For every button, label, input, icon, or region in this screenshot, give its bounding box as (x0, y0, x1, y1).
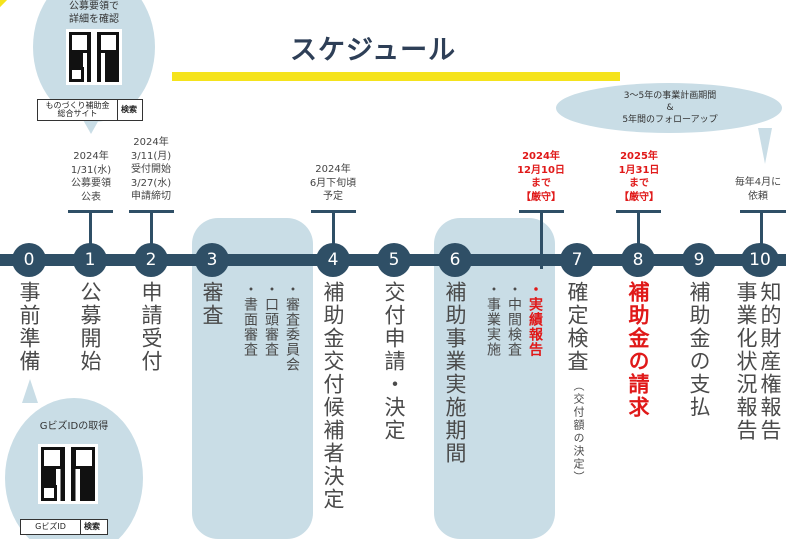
tick-2 (150, 211, 153, 255)
step-label-10b: 事業化状況報告 (734, 281, 758, 442)
impl-sub-2: ・中間検査 (506, 282, 522, 357)
followup-text: 3〜5年の事業計画期間 & 5年間のフォローアップ (622, 91, 718, 125)
step-label-1: 公募開始 (78, 281, 102, 373)
qr-bubble-bottom-tail (22, 379, 38, 403)
qr-top-caption-2: 詳細を確認 (69, 14, 119, 25)
step-label-3: 審査 (200, 281, 224, 327)
step-node-4: 4 (316, 243, 350, 277)
date-step-8: 2025年 1月31日 まで 【厳守】 (618, 151, 660, 203)
corner-stripe (0, 0, 34, 24)
step-node-6: 6 (438, 243, 472, 277)
step-label-7: 確定検査 (565, 281, 589, 373)
date-step-4: 2024年 6月下旬頃 予定 (309, 164, 357, 202)
step-node-9: 9 (682, 243, 716, 277)
tick-1 (89, 211, 92, 255)
step-label-0: 事前準備 (17, 281, 41, 373)
step-node-2: 2 (134, 243, 168, 277)
impl-sub-1: ・実績報告 (527, 282, 543, 357)
qr-top-caption-1: 公募要領で (69, 1, 119, 12)
search-box-monodukuri[interactable]: ものづくり補助金 総合サイト 検索 (37, 99, 143, 121)
page-title: スケジュール (290, 35, 457, 66)
search-box-gbizid[interactable]: GビズID 検索 (20, 519, 108, 535)
review-sub-1: ・審査委員会 (284, 282, 300, 372)
step-node-10: 10 (741, 243, 779, 277)
search-field-monodukuri: ものづくり補助金 総合サイト (38, 100, 118, 120)
title-underline (172, 72, 620, 81)
qr-code-gbizid[interactable] (38, 444, 98, 504)
review-sub-3: ・書面審査 (242, 282, 258, 357)
tick-7 (540, 211, 543, 269)
step-label-8: 補助金の請求 (626, 281, 650, 419)
step-label-2: 申請受付 (139, 281, 163, 373)
step-label-6: 補助事業実施期間 (443, 281, 467, 465)
tick-bar-2 (129, 210, 174, 213)
qr-bottom-caption: GビズIDの取得 (39, 421, 109, 432)
step-label-4: 補助金交付候補者決定 (321, 281, 345, 511)
step-label-5: 交付申請・決定 (382, 281, 406, 442)
followup-bubble (556, 83, 782, 133)
tick-8 (637, 211, 640, 255)
search-button-gbizid[interactable]: 検索 (84, 521, 100, 531)
step-node-3: 3 (195, 243, 229, 277)
impl-sub-3: ・事業実施 (485, 282, 501, 357)
step-node-0: 0 (12, 243, 46, 277)
step-label-9: 補助金の支払 (687, 281, 711, 419)
tick-bar-1 (68, 210, 113, 213)
tick-10 (760, 211, 763, 255)
qr-bubble-top-tail (82, 118, 100, 134)
followup-bubble-tail (758, 128, 772, 164)
search-field-gbizid: GビズID (21, 520, 81, 534)
step-node-7: 7 (560, 243, 594, 277)
tick-bar-8 (616, 210, 661, 213)
search-button-monodukuri[interactable]: 検索 (121, 104, 137, 114)
review-sub-2: ・口頭審査 (263, 282, 279, 357)
tick-4 (332, 211, 335, 255)
step-node-8: 8 (621, 243, 655, 277)
step-7-note: （交付額の決定） (572, 380, 585, 484)
tick-bar-7 (519, 210, 564, 213)
step-label-10a: 知的財産権報告 (758, 281, 782, 442)
date-step-2: 2024年 3/11(月) 受付開始 3/27(水) 申請締切 (130, 137, 172, 202)
date-step-10: 毎年4月に 依頼 (734, 177, 782, 202)
tick-bar-10 (740, 210, 786, 213)
step-node-1: 1 (73, 243, 107, 277)
date-step-1: 2024年 1/31(水) 公募要領 公表 (70, 151, 112, 203)
qr-code-monodukuri[interactable] (66, 29, 122, 85)
tick-bar-4 (311, 210, 356, 213)
step-node-5: 5 (377, 243, 411, 277)
date-step-7: 2024年 12月10日 まで 【厳守】 (517, 151, 565, 203)
